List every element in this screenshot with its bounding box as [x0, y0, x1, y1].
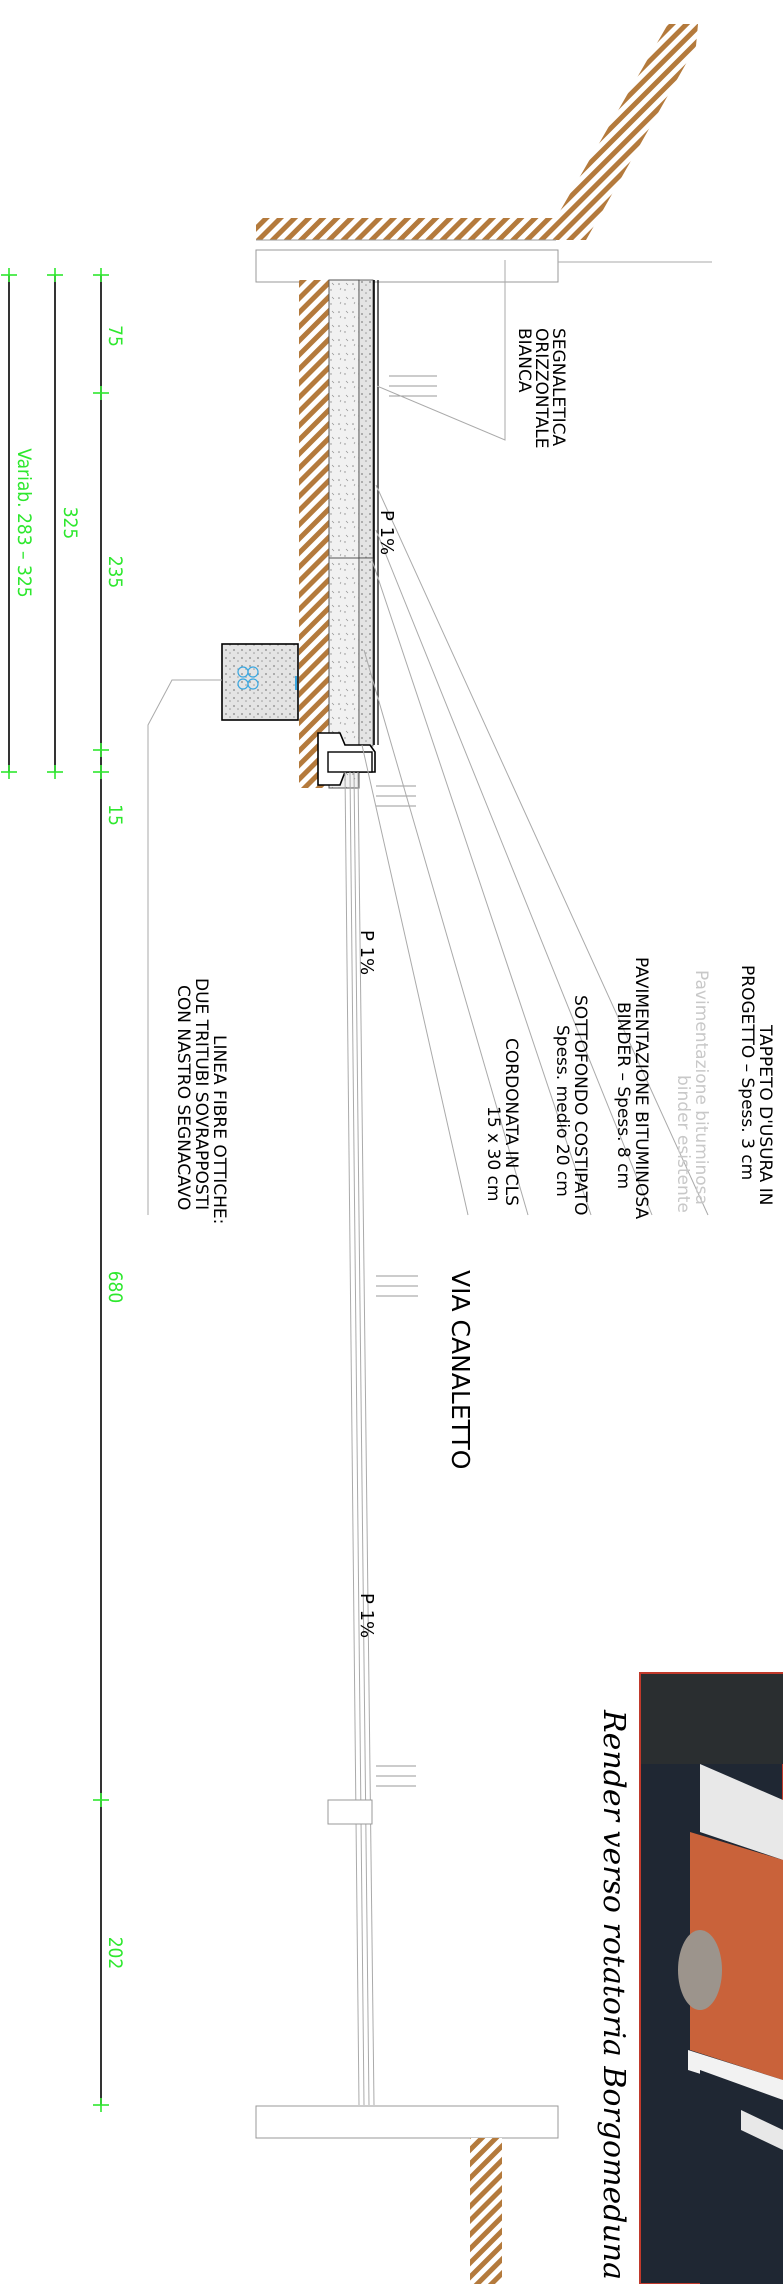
dim-variab: Variab. 283 – 325 [13, 448, 35, 597]
render-image [639, 1672, 783, 2284]
note-tappeto-line-1: TAPPETO D'USURA IN [755, 1024, 775, 1205]
fiber-duct-icon [237, 666, 259, 690]
slope-label-sidewalk: P 1% [376, 510, 397, 555]
road-name: VIA CANALETTO [446, 1270, 475, 1469]
note-binder-esistente: Pavimentazione bituminosa binder esisten… [673, 970, 711, 1213]
bottom-embankment [255, 2105, 559, 2284]
fiber-duct-trench [221, 643, 299, 721]
note-cordonata-line-1: CORDONATA IN CLS [501, 1038, 521, 1206]
dim-75: 75 [104, 325, 126, 347]
note-tappeto: TAPPETO D'USURA IN PROGETTO – Spess. 3 c… [737, 965, 775, 1205]
dim-680: 680 [104, 1271, 126, 1304]
top-embankment [255, 24, 712, 283]
note-sottofondo-line-2: Spess. medio 20 cm [552, 1025, 572, 1197]
dim-15: 15 [104, 804, 126, 826]
note-fibre-line-3: CON NASTRO SEGNACAVO [173, 985, 193, 1210]
slope-label-road-1: P 1% [356, 930, 377, 975]
note-tappeto-line-2: PROGETTO – Spess. 3 cm [737, 965, 757, 1180]
curb [317, 732, 376, 786]
note-cordonata-line-2: 15 x 30 cm [483, 1106, 503, 1201]
dim-235: 235 [104, 556, 126, 589]
sidewalk-structure [299, 279, 379, 789]
note-segnaletica: SEGNALETICA ORIZZONTALE BIANCA [514, 328, 568, 449]
note-sottofondo: SOTTOFONDO COSTIPATO Spess. medio 20 cm [552, 995, 590, 1215]
lane-markings [376, 375, 437, 1787]
note-pavimentazione-line-1: PAVIMENTAZIONE BITUMINOSA [631, 957, 651, 1219]
dim-325: 325 [59, 507, 81, 540]
note-fibre-line-1: LINEA FIBRE OTTICHE: [209, 1035, 229, 1224]
pedestrian-figure [678, 1930, 722, 2010]
note-sottofondo-line-1: SOTTOFONDO COSTIPATO [570, 995, 590, 1215]
leader-lines [147, 260, 709, 1216]
road-surface [327, 771, 375, 2106]
note-cordonata: CORDONATA IN CLS 15 x 30 cm [483, 1038, 521, 1206]
note-segnaletica-line-2: ORIZZONTALE [531, 328, 551, 449]
note-fibre-line-2: DUE TRITUBI SOVRAPPOSTI [191, 978, 211, 1210]
note-binder-esistente-line-2: binder esistente [673, 1075, 693, 1213]
note-binder-esistente-line-1: Pavimentazione bituminosa [691, 970, 711, 1205]
dimension-ticks [1, 268, 109, 2112]
note-segnaletica-line-3: BIANCA [514, 328, 534, 393]
render-caption: Render verso rotatoria Borgomeduna [596, 1709, 631, 2280]
slope-label-road-2: P 1% [356, 1593, 377, 1638]
note-pavimentazione-line-2: BINDER – Spess. 8 cm [613, 1002, 633, 1189]
note-fibre: LINEA FIBRE OTTICHE: DUE TRITUBI SOVRAPP… [173, 978, 229, 1224]
note-segnaletica-line-1: SEGNALETICA [548, 328, 568, 447]
dim-202: 202 [104, 1937, 126, 1970]
note-pavimentazione: PAVIMENTAZIONE BITUMINOSA BINDER – Spess… [613, 957, 651, 1219]
